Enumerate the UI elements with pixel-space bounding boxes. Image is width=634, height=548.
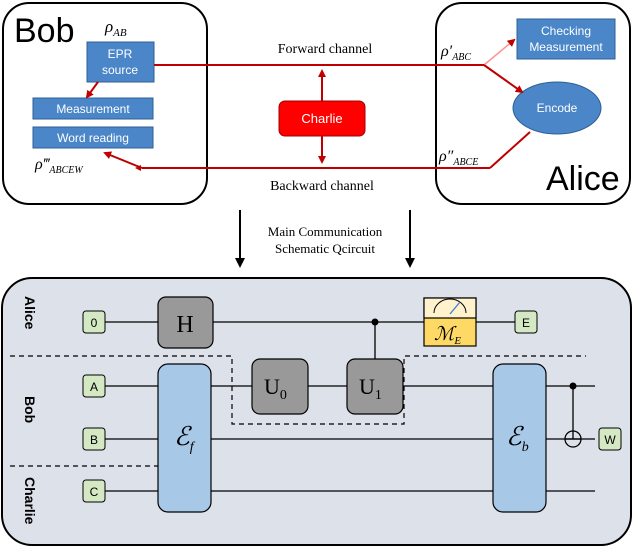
ef-label: ℰf [174, 422, 196, 455]
input-b-label: B [90, 433, 98, 447]
to-encode-arrow [483, 64, 524, 94]
alice-title: Alice [546, 160, 620, 198]
middle-line-1: Main Communication [268, 224, 383, 239]
bob-title: Bob [14, 12, 75, 50]
encode-label: Encode [537, 101, 578, 115]
backward-to-bob-arrow [103, 151, 143, 169]
middle-line-2: Schematic Qcircuit [275, 241, 375, 256]
cnot-control-dot [569, 382, 577, 390]
rho-final-label: ρ‴ABCEW [34, 156, 84, 176]
encode-out-line [489, 131, 531, 169]
epr-label-1: EPR [108, 47, 133, 61]
alice-bob-separator [10, 355, 586, 425]
party-alice-label: Alice [22, 296, 38, 330]
to-checking-arrow [483, 38, 516, 66]
u0-label: U0 [264, 374, 287, 403]
eb-channel [492, 363, 547, 513]
u1-gate [346, 358, 404, 415]
u1-label: U1 [359, 374, 382, 403]
checking-measurement-box [516, 18, 616, 60]
epr-label-2: source [102, 63, 138, 77]
output-e-label: E [522, 316, 530, 330]
encode-ellipse [512, 81, 602, 135]
input-0-label: 0 [91, 316, 98, 330]
party-charlie-label: Charlie [22, 477, 38, 525]
party-bob-label: Bob [22, 396, 38, 423]
rho-ab-label: ρAB [104, 17, 127, 39]
input-a-box [82, 374, 106, 398]
epr-source-box [86, 41, 155, 83]
rho-prime-label: ρ′ABC [440, 43, 471, 63]
meter-needle [449, 301, 461, 315]
input-c-box [82, 479, 106, 503]
epr-to-measurement-arrow [85, 81, 99, 99]
meter-dial-arc [433, 298, 467, 314]
forward-channel-label: Forward channel [278, 42, 373, 57]
hadamard-label: H [176, 312, 193, 338]
u1-control-dot [371, 318, 379, 326]
meter-dial-area [423, 297, 477, 319]
output-w-box [598, 427, 622, 451]
backward-arrowhead [135, 165, 141, 171]
ef-channel [157, 363, 212, 513]
charlie-label: Charlie [301, 111, 342, 126]
checking-label-2: Measurement [529, 40, 603, 54]
measurement-label: Measurement [56, 102, 130, 116]
input-b-box [82, 427, 106, 451]
u0-gate [251, 358, 309, 415]
output-w-label: W [604, 433, 616, 447]
word-reading-box [32, 126, 154, 149]
backward-channel-label: Backward channel [270, 179, 374, 194]
input-c-label: C [90, 485, 99, 499]
input-a-label: A [90, 380, 98, 394]
rho-dprime-label: ρ″ABCE [438, 148, 478, 168]
output-e-box [514, 310, 538, 334]
hadamard-gate [157, 296, 214, 349]
input-0-box [82, 310, 106, 334]
checking-label-1: Checking [541, 24, 591, 38]
word-reading-label: Word reading [57, 131, 129, 145]
eb-label: ℰb [506, 422, 529, 455]
meter-label: ℳE [434, 324, 461, 347]
